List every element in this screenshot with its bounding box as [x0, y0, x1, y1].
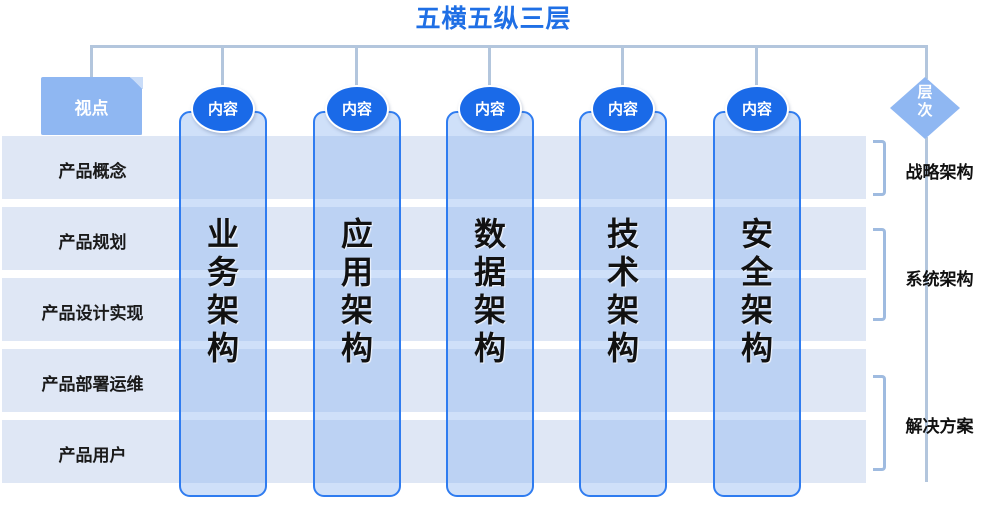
column-data-architecture[interactable]: [446, 111, 534, 497]
layer-bracket-solution: [873, 375, 886, 471]
column-label-data-architecture: 数 据 架 构: [446, 215, 534, 367]
col3-char4: 构: [473, 329, 506, 367]
connector-drop-viewpoint: [90, 45, 93, 79]
content-badge-text: 内容: [207, 99, 238, 118]
col4-char2: 术: [606, 253, 639, 291]
row-label-product-concept: 产品概念: [58, 162, 127, 182]
col1-char3: 架: [206, 291, 239, 329]
connector-drop-column-3: [488, 45, 491, 87]
col1-char1: 业: [206, 215, 239, 253]
row-label-product-user: 产品用户: [58, 446, 127, 466]
col2-char1: 应: [340, 215, 373, 253]
column-label-security-architecture: 安 全 架 构: [713, 215, 801, 367]
level-diamond[interactable]: 层 次: [890, 77, 960, 139]
viewpoint-fold-corner: [130, 77, 143, 89]
connector-horizontal: [90, 45, 928, 48]
connector-level-spine: [925, 137, 928, 482]
col5-char4: 构: [740, 329, 773, 367]
viewpoint-label: 视点: [74, 98, 109, 119]
col3-char3: 架: [473, 291, 506, 329]
content-badge-column-3[interactable]: 内容: [458, 85, 522, 133]
content-badge-column-5[interactable]: 内容: [725, 85, 789, 133]
col5-char3: 架: [740, 291, 773, 329]
col4-char4: 构: [606, 329, 639, 367]
column-technology-architecture[interactable]: [579, 111, 667, 497]
connector-drop-column-1: [221, 45, 224, 87]
level-char1: 层: [917, 83, 933, 101]
row-stripe: [2, 349, 866, 412]
content-badge-text: 内容: [474, 99, 505, 118]
content-badge-column-4[interactable]: 内容: [591, 85, 655, 133]
column-business-architecture[interactable]: [179, 111, 267, 497]
content-badge-text: 内容: [341, 99, 372, 118]
row-label-product-design: 产品设计实现: [41, 304, 144, 324]
column-label-technology-architecture: 技 术 架 构: [579, 215, 667, 367]
row-label-product-deployment: 产品部署运维: [41, 375, 144, 395]
col1-char4: 构: [206, 329, 239, 367]
row-stripe: [2, 207, 866, 270]
col4-char3: 架: [606, 291, 639, 329]
row-stripe: [2, 136, 866, 199]
level-diamond-label: 层 次: [890, 83, 960, 119]
content-badge-text: 内容: [607, 99, 638, 118]
column-label-business-architecture: 业 务 架 构: [179, 215, 267, 367]
col2-char3: 架: [340, 291, 373, 329]
viewpoint-box[interactable]: 视点: [41, 77, 142, 135]
row-stripe: [2, 420, 866, 483]
page-title: 五横五纵三层: [415, 5, 572, 33]
col5-char1: 安: [740, 215, 773, 253]
layer-bracket-strategy: [873, 140, 886, 196]
content-badge-text: 内容: [741, 99, 772, 118]
layer-label-solution: 解决方案: [905, 417, 974, 437]
row-stripe: [2, 278, 866, 341]
col5-char2: 全: [740, 253, 773, 291]
column-security-architecture[interactable]: [713, 111, 801, 497]
content-badge-column-2[interactable]: 内容: [325, 85, 389, 133]
row-label-product-planning: 产品规划: [58, 233, 127, 253]
level-char2: 次: [917, 101, 933, 119]
connector-drop-column-2: [355, 45, 358, 87]
connector-drop-column-4: [621, 45, 624, 87]
column-label-application-architecture: 应 用 架 构: [313, 215, 401, 367]
col3-char1: 数: [473, 215, 506, 253]
content-badge-column-1[interactable]: 内容: [191, 85, 255, 133]
layer-label-strategy: 战略架构: [905, 163, 974, 183]
col4-char1: 技: [606, 215, 639, 253]
connector-drop-column-5: [755, 45, 758, 87]
col1-char2: 务: [206, 253, 239, 291]
layer-bracket-system: [873, 228, 886, 321]
col2-char4: 构: [340, 329, 373, 367]
col3-char2: 据: [473, 253, 506, 291]
connector-drop-level: [925, 45, 928, 79]
col2-char2: 用: [340, 253, 373, 291]
layer-label-system: 系统架构: [905, 270, 974, 290]
